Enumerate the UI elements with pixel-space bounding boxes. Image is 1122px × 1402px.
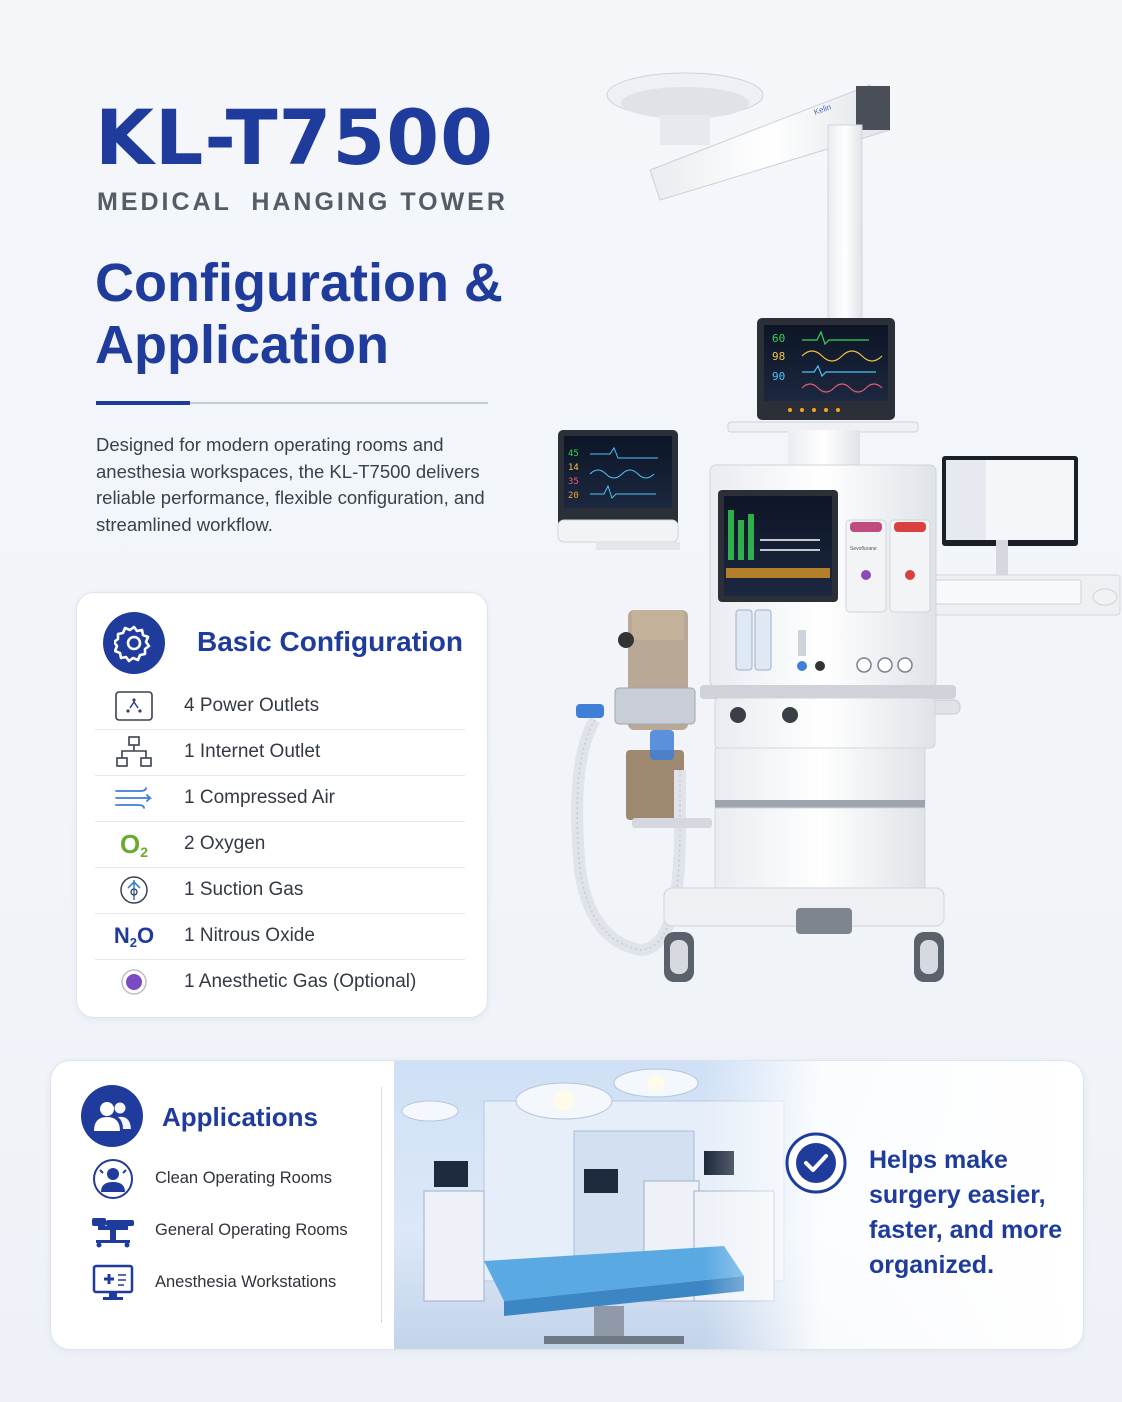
oxygen-symbol: O [119, 828, 141, 859]
application-item: Clean Operating Rooms [89, 1157, 389, 1201]
product-model: KL-T7500 [95, 93, 495, 182]
operating-room-image [394, 1061, 1083, 1349]
config-label: 1 Internet Outlet [184, 741, 321, 762]
application-item: General Operating Rooms [89, 1209, 389, 1253]
nitrous-subscript: 2 [129, 934, 137, 950]
monitor-reading-2: 98 [772, 350, 785, 363]
card-divider [381, 1087, 382, 1323]
check-circle-icon [785, 1132, 847, 1194]
config-item: 4 Power Outlets [95, 683, 465, 730]
product-description: Designed for modern operating rooms and … [96, 434, 485, 535]
divider-accent [96, 401, 190, 405]
config-label: 2 Oxygen [184, 833, 266, 854]
application-label: Clean Operating Rooms [155, 1169, 333, 1187]
applications-title: Applications [162, 1102, 319, 1132]
config-title: Basic Configuration [197, 626, 464, 657]
application-label: General Operating Rooms [155, 1221, 348, 1239]
config-label: 1 Nitrous Oxide [184, 925, 315, 946]
side-reading-1: 45 [568, 449, 579, 459]
config-item: 1 Suction Gas [95, 867, 465, 914]
monitor-reading-3: 90 [772, 370, 785, 383]
suction-icon [113, 873, 155, 907]
oxygen-subscript: 2 [140, 844, 149, 860]
config-item: 1 Internet Outlet [95, 729, 465, 776]
heading-divider [96, 401, 488, 405]
gear-icon [103, 612, 165, 674]
users-icon [81, 1085, 143, 1147]
side-reading-3: 35 [568, 477, 579, 487]
tagline: Helps make surgery easier, faster, and m… [869, 1146, 1063, 1279]
network-icon [113, 735, 155, 769]
side-reading-4: 20 [568, 491, 579, 501]
config-label: 4 Power Outlets [184, 695, 320, 716]
nitrogen-symbol: N [113, 923, 130, 948]
applications-card: Applications Clean Operating Rooms Gener… [50, 1060, 1084, 1350]
config-label: 1 Anesthetic Gas (Optional) [184, 971, 417, 992]
vaporizer-label: Sevoflurane [850, 546, 877, 552]
config-item: 1 Compressed Air [95, 775, 465, 822]
heading-line-2: Application [95, 315, 389, 375]
monitor-reading-1: 60 [772, 332, 785, 345]
operating-table-icon [89, 1209, 137, 1253]
config-item: 1 Anesthetic Gas (Optional) [95, 959, 465, 1005]
config-label: 1 Compressed Air [184, 787, 336, 808]
application-item: Anesthesia Workstations [89, 1261, 389, 1305]
heading-line-1: Configuration & [95, 253, 503, 313]
anesthesia-machine-image: Kelin 60 98 90 45 14 35 20 Sevoflurane [557, 72, 1121, 982]
power-outlet-icon [113, 689, 155, 723]
air-flow-icon [113, 781, 155, 815]
side-reading-2: 14 [568, 463, 579, 473]
product-subtitle: MEDICAL HANGING TOWER [97, 188, 508, 216]
clean-room-icon [89, 1157, 137, 1201]
monitor-plus-icon [89, 1261, 137, 1305]
application-label: Anesthesia Workstations [155, 1273, 337, 1291]
page-heading: Configuration & Application [95, 252, 503, 376]
anesthetic-gas-icon [113, 965, 155, 999]
config-label: 1 Suction Gas [184, 879, 304, 900]
basic-configuration-card: Basic Configuration 4 Power Outlets 1 In… [76, 592, 488, 1018]
oxygen-symbol: O [137, 923, 155, 948]
